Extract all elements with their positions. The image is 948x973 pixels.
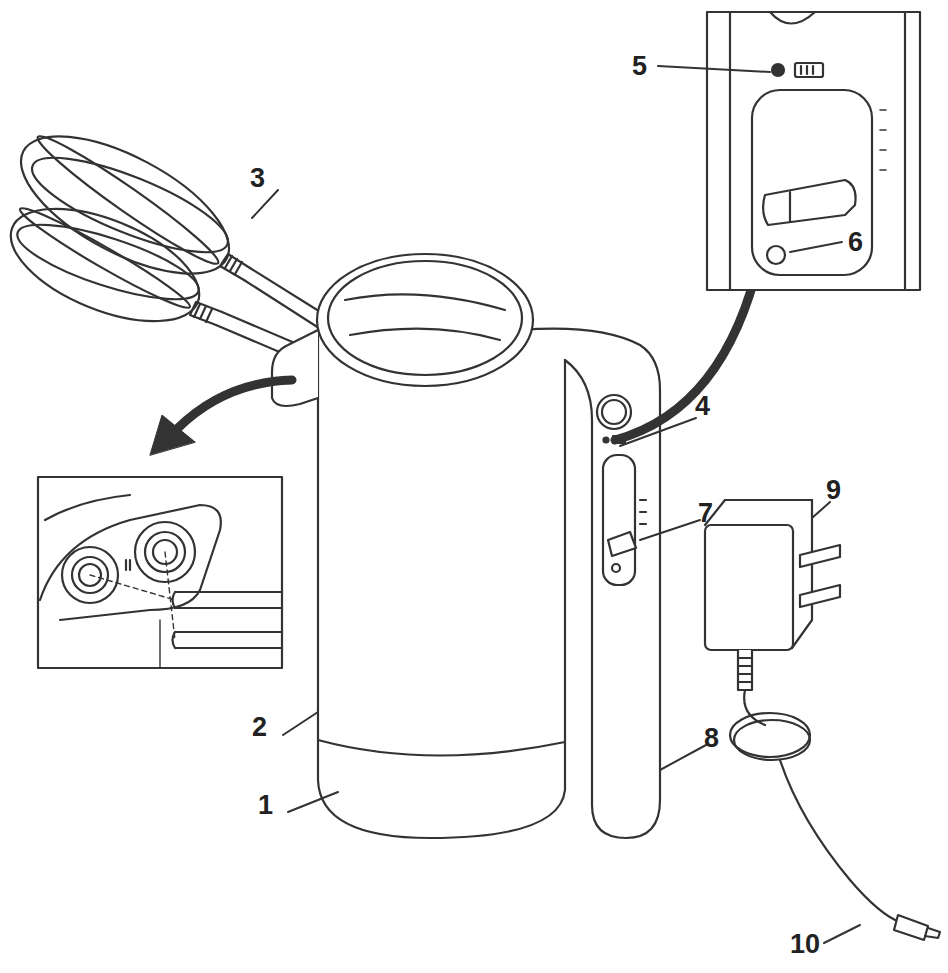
controls-inset (707, 12, 920, 290)
pointer-arrow (178, 380, 292, 428)
leader-line (660, 745, 706, 770)
socket-inset (159, 620, 160, 668)
controls-inset (772, 64, 784, 76)
mixer-handle (604, 438, 609, 443)
leader-line (288, 792, 338, 812)
leader-line (812, 502, 830, 518)
power-adapter (738, 650, 752, 690)
mixer-handle (608, 532, 636, 556)
power-adapter (925, 928, 940, 938)
beater (190, 302, 222, 325)
leader-line (824, 925, 860, 943)
mixer-body (272, 320, 595, 838)
mixer-handle (603, 455, 635, 585)
leader-line (283, 712, 318, 735)
power-adapter (734, 720, 810, 760)
leader-line (252, 190, 278, 218)
mixer-body (272, 330, 318, 406)
beater (0, 186, 215, 344)
leader-line (640, 520, 700, 540)
leader-line (658, 66, 770, 72)
controls-inset (752, 90, 872, 275)
top-cap (328, 261, 522, 375)
power-adapter (780, 760, 900, 922)
callout-number: 6 (848, 229, 863, 256)
callout-number: 8 (704, 725, 719, 752)
power-adapter (705, 525, 793, 650)
power-adapter (800, 585, 840, 607)
beater (0, 186, 316, 365)
beater (1, 109, 249, 302)
callout-number: 9 (826, 477, 841, 504)
power-adapter (894, 915, 928, 940)
leader-line (620, 418, 696, 446)
socket-inset (40, 495, 221, 620)
controls-inset (801, 66, 813, 74)
mixer-body (318, 740, 565, 756)
mixer-handle (640, 500, 646, 524)
mixer-handle (520, 329, 660, 838)
power-adapter (738, 658, 752, 682)
mixer-handle (520, 329, 660, 838)
power-adapter (705, 500, 940, 940)
controls-inset (789, 192, 791, 222)
leader-line (790, 242, 842, 252)
power-adapter (800, 545, 840, 567)
callout-number: 5 (632, 53, 647, 80)
socket-inset (126, 560, 130, 570)
beater (1, 109, 330, 330)
callout-number: 7 (698, 500, 713, 527)
mixer-handle (612, 564, 620, 572)
controls-inset (795, 63, 823, 77)
top-cap (317, 254, 533, 386)
mixer-handle (597, 395, 631, 429)
controls-inset (770, 12, 815, 24)
mixer-handle (602, 400, 626, 424)
callout-number: 4 (695, 393, 710, 420)
top-cap (317, 254, 533, 386)
controls-inset (763, 180, 855, 225)
callout-number: 3 (250, 165, 265, 192)
controls-inset (767, 246, 785, 264)
callout-number: 2 (252, 714, 267, 741)
callout-number: 1 (258, 792, 273, 819)
controls-inset (707, 12, 920, 290)
beater (220, 254, 250, 280)
socket-inset (90, 552, 175, 640)
beater (31, 127, 225, 273)
socket-inset (38, 477, 282, 668)
pointer-arrow (150, 415, 195, 455)
top-cap (345, 294, 505, 340)
callout-number: 10 (790, 931, 820, 958)
beater (10, 210, 206, 314)
socket-inset (173, 632, 283, 648)
beater (15, 200, 195, 315)
leader-line (252, 66, 860, 943)
controls-inset (880, 110, 886, 170)
socket-inset (38, 477, 282, 668)
socket-inset (173, 592, 283, 608)
controls-inset (730, 12, 905, 290)
mixer-body (318, 320, 565, 838)
power-adapter (725, 499, 812, 501)
